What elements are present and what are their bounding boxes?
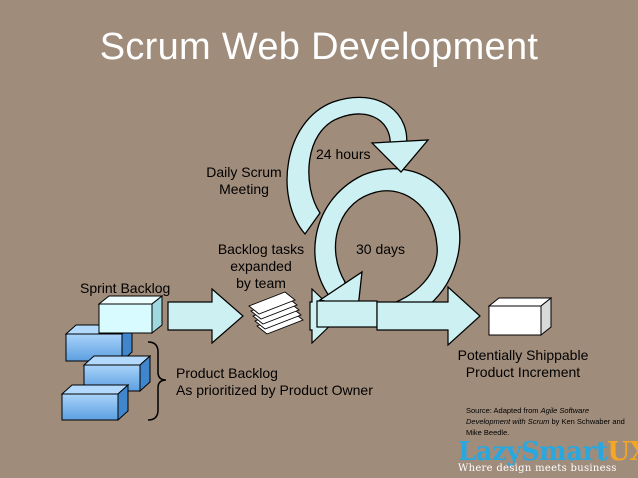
increment-label: Potentially Shippable Product Increment	[448, 347, 598, 381]
product-backlog-stack	[60, 323, 152, 422]
task-card-stack	[248, 291, 304, 335]
backlog-box	[82, 354, 152, 393]
source-prefix: Source: Adapted from	[466, 406, 541, 415]
brand-name-primary: LazySmart	[458, 437, 608, 467]
backlog-tasks-line: Backlog tasks	[217, 241, 305, 257]
increment-line: Product Increment	[465, 364, 581, 380]
backlog-box	[60, 383, 130, 422]
product-backlog-label: Product Backlog As prioritized by Produc…	[176, 365, 373, 399]
sprint-box	[316, 300, 378, 328]
daily-scrum-label: Daily Scrum Meeting	[199, 164, 289, 198]
sprint-backlog-label: Sprint Backlog	[80, 280, 171, 296]
hours-label: 24 hours	[316, 146, 371, 162]
increment-box	[487, 296, 553, 337]
product-backlog-brace	[147, 341, 167, 421]
brand-name-accent: UX	[607, 437, 638, 467]
source-suffix: by Ken Schwaber and Mike Beedle.	[466, 417, 625, 437]
brand-tagline: Where design meets business	[458, 463, 617, 474]
arrow-to-tasks	[167, 287, 244, 345]
arrow-to-increment	[376, 285, 481, 347]
source-citation: Source: Adapted from Agile Software Deve…	[466, 405, 631, 438]
slide-title: Scrum Web Development	[99, 26, 539, 68]
sprint-backlog-box	[97, 294, 164, 335]
brand-logo: LazySmartUX	[458, 437, 638, 467]
daily-cycle-loop	[286, 96, 430, 236]
backlog-tasks-line: by team	[236, 275, 286, 291]
product-backlog-line: Product Backlog	[176, 365, 278, 381]
increment-line: Potentially Shippable	[457, 347, 589, 363]
product-backlog-line: As prioritized by Product Owner	[176, 382, 373, 398]
backlog-tasks-line: expanded	[230, 258, 292, 274]
daily-scrum-line: Daily Scrum	[206, 164, 282, 180]
daily-scrum-line: Meeting	[219, 181, 269, 197]
source-book-title: Agile Software Development with Scrum	[466, 406, 589, 426]
days-label: 30 days	[356, 241, 406, 257]
backlog-tasks-label: Backlog tasks expanded by team	[210, 241, 312, 292]
